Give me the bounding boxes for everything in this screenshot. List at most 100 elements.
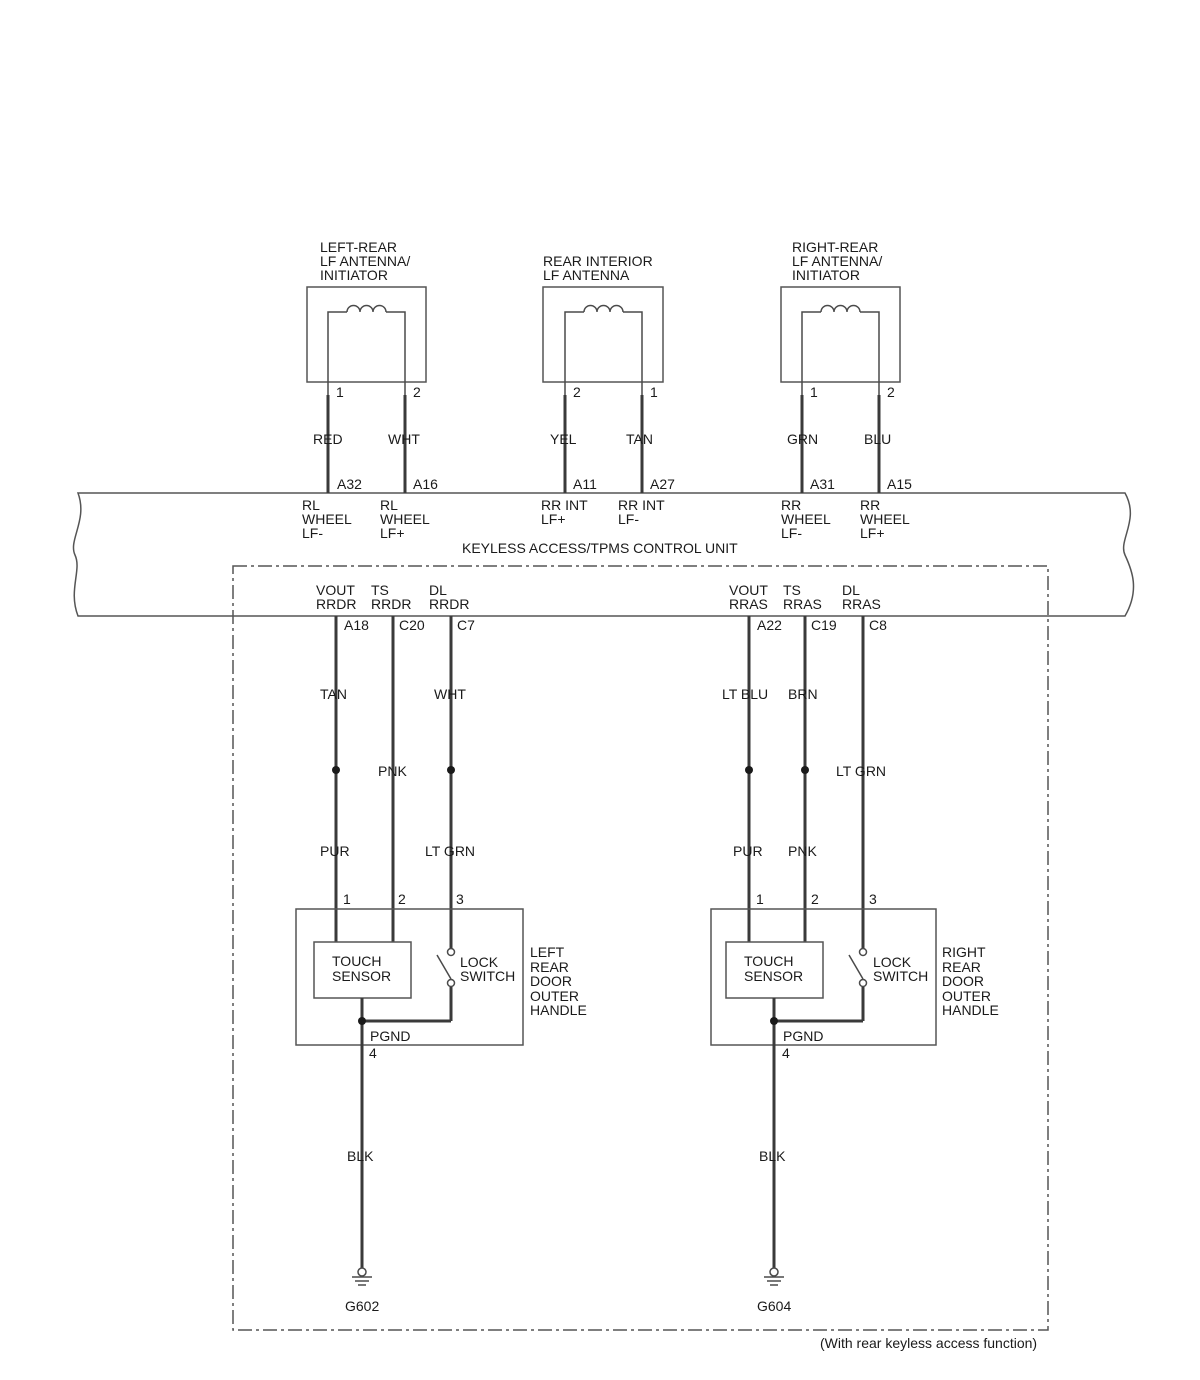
signal-label: DL RRAS [842, 582, 881, 612]
coil-icon [564, 311, 643, 395]
coil-loops [583, 304, 624, 313]
wire-color: WHT [434, 686, 466, 702]
wire-color: PUR [733, 843, 763, 859]
pin-label: 2 [398, 891, 406, 907]
rear-interior-lf-antenna: REAR INTERIOR LF ANTENNA 2 1 YEL TAN A11… [541, 253, 675, 527]
splice-point [745, 766, 753, 774]
handle-name: LEFT REAR DOOR OUTER HANDLE [530, 944, 587, 1018]
signal-label: VOUT RRDR [316, 582, 359, 612]
lock-switch-icon [436, 947, 456, 988]
touch-sensor-label: TOUCH SENSOR [744, 953, 803, 984]
signal-label: RR INT LF- [618, 497, 668, 527]
coil-loops [820, 304, 861, 313]
splice-point [770, 1017, 778, 1025]
handle-box [295, 908, 524, 1046]
option-boundary [232, 565, 1049, 1331]
handle-box [710, 908, 937, 1046]
ground-label: G602 [345, 1298, 379, 1314]
pin-label: 3 [456, 891, 464, 907]
pin-label: 2 [413, 384, 421, 400]
coil-icon [327, 311, 406, 395]
wire-color: BLU [864, 431, 891, 447]
lock-switch-label: LOCK SWITCH [460, 954, 515, 984]
terminal-label: A11 [573, 476, 597, 492]
wire-color: BLK [347, 1148, 374, 1164]
wire-color: PNK [788, 843, 817, 859]
wire-color: TAN [320, 686, 347, 702]
terminal-label: A16 [413, 476, 438, 492]
splice-point [332, 766, 340, 774]
wire-color: WHT [388, 431, 420, 447]
terminal-label: A15 [887, 476, 912, 492]
signal-label: RR INT LF+ [541, 497, 591, 527]
pin-label: 1 [810, 384, 818, 400]
pin-label: 1 [650, 384, 658, 400]
terminal-label: C20 [399, 617, 425, 633]
lock-switch-icon [848, 947, 868, 988]
wire-color: LT GRN [425, 843, 475, 859]
signal-label: RR WHEEL LF+ [860, 497, 913, 541]
handle-name: RIGHT REAR DOOR OUTER HANDLE [942, 944, 999, 1018]
terminal-label: A27 [650, 476, 675, 492]
wire-color: BRN [788, 686, 818, 702]
right-rear-door-handle-circuit: VOUT RRAS TS RRAS DL RRAS A22 C19 C8 LT … [710, 582, 999, 1314]
antenna-title: RIGHT-REAR LF ANTENNA/ INITIATOR [792, 239, 886, 283]
splice-point [801, 766, 809, 774]
control-unit-label: KEYLESS ACCESS/TPMS CONTROL UNIT [462, 540, 738, 556]
right-rear-lf-antenna: RIGHT-REAR LF ANTENNA/ INITIATOR 1 2 GRN… [780, 239, 913, 541]
antenna-title: LEFT-REAR LF ANTENNA/ INITIATOR [320, 239, 414, 283]
pin-label: 2 [811, 891, 819, 907]
wire-color: LT GRN [836, 763, 886, 779]
pgnd-label: PGND [370, 1028, 410, 1044]
signal-label: DL RRDR [429, 582, 469, 612]
pgnd-label: PGND [783, 1028, 823, 1044]
pin-label: 3 [869, 891, 877, 907]
coil-loops [346, 304, 387, 313]
wire-color: YEL [550, 431, 577, 447]
pin-label: 2 [887, 384, 895, 400]
terminal-label: C8 [869, 617, 887, 633]
wire-color: LT BLU [722, 686, 768, 702]
signal-label: VOUT RRAS [729, 582, 772, 612]
terminal-label: A31 [810, 476, 835, 492]
ground-icon [352, 1267, 372, 1286]
splice-point [447, 766, 455, 774]
pin-label: 1 [756, 891, 764, 907]
ground-label: G604 [757, 1298, 791, 1314]
antenna-title: REAR INTERIOR LF ANTENNA [543, 253, 657, 283]
signal-label: TS RRDR [371, 582, 411, 612]
left-rear-door-handle-circuit: VOUT RRDR TS RRDR DL RRDR A18 C20 C7 TAN… [295, 582, 587, 1314]
terminal-label: C19 [811, 617, 837, 633]
pin-label: 2 [573, 384, 581, 400]
wire-color: PUR [320, 843, 350, 859]
terminal-label: C7 [457, 617, 475, 633]
pin-label: 1 [336, 384, 344, 400]
wire-color: GRN [787, 431, 818, 447]
terminal-label: A22 [757, 617, 782, 633]
antenna-box [306, 286, 427, 383]
left-rear-lf-antenna: LEFT-REAR LF ANTENNA/ INITIATOR 1 2 RED … [302, 239, 438, 541]
signal-label: RL WHEEL LF- [302, 497, 355, 541]
ground-icon [764, 1267, 784, 1286]
lock-switch-label: LOCK SWITCH [873, 954, 928, 984]
terminal-label: A32 [337, 476, 362, 492]
touch-sensor-label: TOUCH SENSOR [332, 953, 391, 984]
control-unit-body [72, 492, 1135, 617]
footnote: (With rear keyless access function) [820, 1335, 1037, 1351]
antenna-box [780, 286, 901, 383]
pin-label: 1 [343, 891, 351, 907]
pin-label: 4 [782, 1045, 790, 1061]
antenna-box [542, 286, 664, 383]
coil-icon [801, 311, 880, 395]
wire-color: TAN [626, 431, 653, 447]
wire-color: RED [313, 431, 343, 447]
splice-point [358, 1017, 366, 1025]
terminal-label: A18 [344, 617, 369, 633]
wire-color: PNK [378, 763, 407, 779]
pin-label: 4 [369, 1045, 377, 1061]
signal-label: RL WHEEL LF+ [380, 497, 433, 541]
wire-color: BLK [759, 1148, 786, 1164]
signal-label: TS RRAS [783, 582, 822, 612]
signal-label: RR WHEEL LF- [781, 497, 834, 541]
